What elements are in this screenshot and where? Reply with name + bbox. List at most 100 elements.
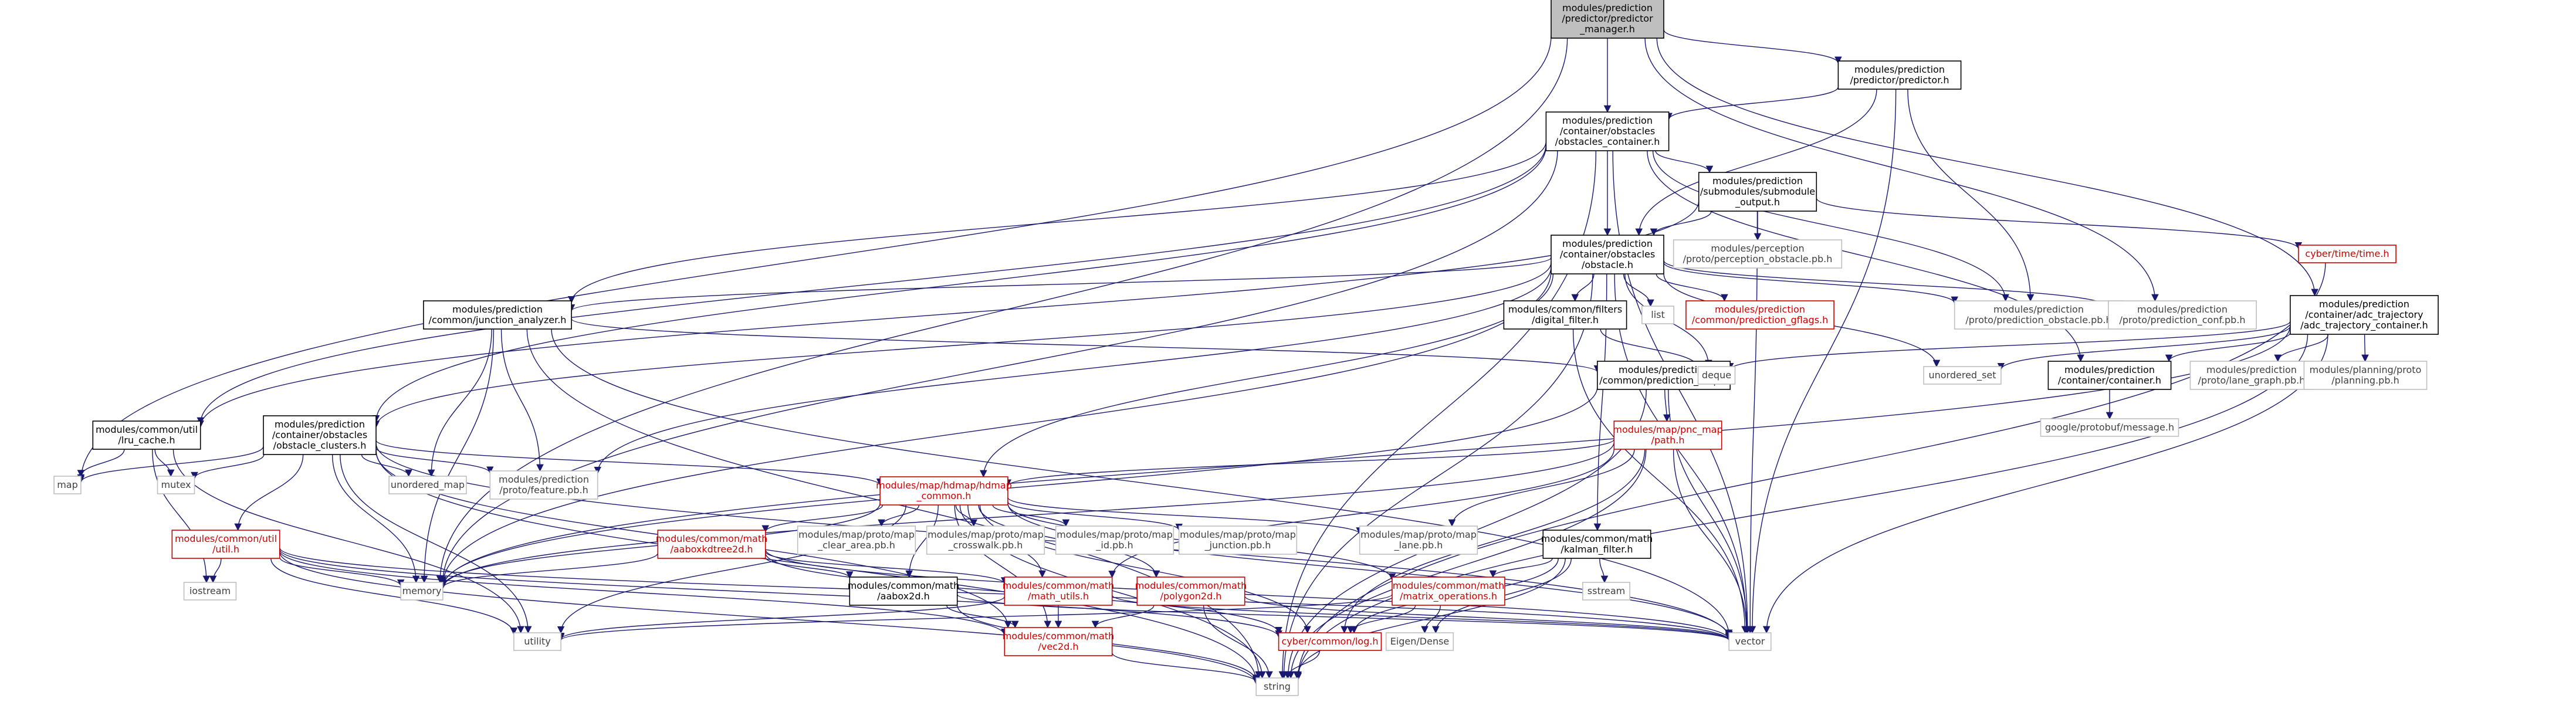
node-cyber-time-time-h[interactable]: cyber/time/time.h bbox=[2298, 245, 2396, 263]
edge-util_h-to-cyber_log bbox=[279, 548, 1282, 638]
node-box bbox=[1613, 420, 1722, 450]
node-box bbox=[1685, 300, 1834, 330]
edge-hdmap_common-to-utility bbox=[557, 504, 906, 634]
node-modules-map-proto-map-id-pb-h[interactable]: modules/map/proto/map_id.pb.h bbox=[1055, 525, 1174, 555]
node-modules-map-hdmap-hdmap-common-h[interactable]: modules/map/hdmap/hdmap_common.h bbox=[876, 476, 1012, 506]
node-modules-common-math-aabox2d-h[interactable]: modules/common/math/aabox2d.h bbox=[848, 576, 960, 606]
node-modules-common-math-polygon2d-h[interactable]: modules/common/math/polygon2d.h bbox=[1135, 576, 1247, 606]
node-box bbox=[2040, 418, 2179, 437]
node-label-line: sstream bbox=[1587, 585, 1625, 596]
node-modules-prediction-common-junction-analyzer-h[interactable]: modules/prediction/common/junction_analy… bbox=[423, 300, 572, 330]
node-label-line: modules/prediction bbox=[2064, 364, 2155, 375]
node-modules-common-math-aaboxkdtree2d-h[interactable]: modules/common/math/aaboxkdtree2d.h bbox=[656, 530, 768, 559]
edge-junction-to-unordered_map bbox=[427, 328, 492, 477]
node-label-line: Eigen/Dense bbox=[1390, 636, 1450, 647]
node-string[interactable]: string bbox=[1255, 677, 1299, 696]
node-label-line: modules/prediction bbox=[499, 474, 589, 485]
node-label-line: /digital_filter.h bbox=[1532, 314, 1599, 326]
edge-junction-to-vector bbox=[551, 328, 1733, 637]
edge-obstacle-to-vector bbox=[1614, 273, 1751, 634]
edge-matrix_ops-to-eigen bbox=[1421, 605, 1441, 634]
node-vector[interactable]: vector bbox=[1728, 632, 1772, 651]
node-memory[interactable]: memory bbox=[400, 582, 444, 601]
node-label-line: /common/prediction_map.h bbox=[1599, 375, 1728, 386]
node-modules-prediction-predictor-predictor-h[interactable]: modules/prediction/predictor/predictor.h bbox=[1837, 60, 1962, 90]
node-modules-prediction-container-obstacles-obstacle-clusters-h[interactable]: modules/prediction/container/obstacles/o… bbox=[263, 415, 377, 455]
node-box bbox=[92, 420, 201, 450]
node-box bbox=[400, 582, 444, 601]
node-box bbox=[2189, 361, 2314, 390]
edge-aaboxkdtree-to-vector bbox=[765, 549, 1733, 640]
edge-obstacle-to-junction bbox=[568, 257, 1552, 312]
node-box bbox=[1698, 172, 1817, 212]
node-list[interactable]: list bbox=[1641, 306, 1675, 324]
node-cyber-common-log-h[interactable]: cyber/common/log.h bbox=[1278, 632, 1382, 651]
node-box bbox=[157, 476, 195, 494]
node-modules-common-util-lru-cache-h[interactable]: modules/common/util/lru_cache.h bbox=[92, 420, 201, 450]
edge-obstacle-to-feature_pb bbox=[594, 266, 1552, 474]
node-box bbox=[1255, 677, 1299, 696]
node-label-line: /adc_trajectory_container.h bbox=[2300, 320, 2428, 331]
node-modules-prediction-predictor-predictor-manager-h[interactable]: modules/prediction/predictor/predictor_m… bbox=[1551, 0, 1664, 39]
node-modules-planning-proto-planning-pb-h[interactable]: modules/planning/proto/planning.pb.h bbox=[2303, 361, 2428, 390]
node-modules-prediction-container-obstacles-obstacle-h[interactable]: modules/prediction/container/obstacles/o… bbox=[1551, 235, 1664, 274]
node-modules-map-proto-map-lane-pb-h[interactable]: modules/map/proto/map_lane.pb.h bbox=[1359, 525, 1478, 555]
node-modules-map-pnc-map-path-h[interactable]: modules/map/pnc_map/path.h bbox=[1613, 420, 1723, 450]
edge-lru_cache-to-iostream bbox=[152, 449, 211, 584]
node-modules-common-filters-digital-filter-h[interactable]: modules/common/filters/digital_filter.h bbox=[1503, 300, 1627, 330]
node-box bbox=[171, 530, 280, 559]
node-modules-common-util-util-h[interactable]: modules/common/util/util.h bbox=[171, 530, 280, 559]
node-modules-prediction-common-prediction-gflags-h[interactable]: modules/prediction/common/prediction_gfl… bbox=[1685, 300, 1834, 330]
node-eigen-dense[interactable]: Eigen/Dense bbox=[1385, 632, 1454, 651]
node-box bbox=[183, 582, 237, 601]
edge-cyber_log-to-string bbox=[1284, 650, 1321, 679]
node-label-line: /obstacle_clusters.h bbox=[273, 440, 367, 452]
node-modules-prediction-submodules-submodule-output-h[interactable]: modules/prediction/submodules/submodule_… bbox=[1698, 172, 1817, 212]
node-deque[interactable]: deque bbox=[1697, 366, 1736, 385]
node-map[interactable]: map bbox=[53, 476, 82, 494]
edge-adc_container-to-unordered_set bbox=[1997, 325, 2291, 371]
node-label-line: modules/map/proto/map bbox=[928, 529, 1044, 540]
node-modules-common-math-vec2d-h[interactable]: modules/common/math/vec2d.h bbox=[1003, 627, 1115, 656]
node-modules-map-proto-map-clear-area-pb-h[interactable]: modules/map/proto/map_clear_area.pb.h bbox=[797, 525, 916, 555]
node-label-line: /kalman_filter.h bbox=[1561, 544, 1633, 555]
node-modules-common-math-math-utils-h[interactable]: modules/common/math/math_utils.h bbox=[1003, 576, 1115, 606]
node-box bbox=[1542, 530, 1651, 559]
node-label-line: _lane.pb.h bbox=[1394, 540, 1443, 551]
node-mutex[interactable]: mutex bbox=[157, 476, 195, 494]
node-box bbox=[2298, 245, 2396, 263]
node-modules-map-proto-map-junction-pb-h[interactable]: modules/map/proto/map_junction.pb.h bbox=[1178, 525, 1298, 555]
node-modules-map-proto-map-crosswalk-pb-h[interactable]: modules/map/proto/map_crosswalk.pb.h bbox=[926, 525, 1045, 555]
node-modules-prediction-container-obstacles-obstacles-container-h[interactable]: modules/prediction/container/obstacles/o… bbox=[1545, 111, 1670, 151]
node-sstream[interactable]: sstream bbox=[1582, 582, 1630, 601]
node-modules-common-math-kalman-filter-h[interactable]: modules/common/math/kalman_filter.h bbox=[1541, 530, 1653, 559]
node-modules-prediction-proto-lane-graph-pb-h[interactable]: modules/prediction/proto/lane_graph.pb.h bbox=[2189, 361, 2314, 390]
edge-predictor-to-obstacle bbox=[1635, 89, 1877, 236]
node-label-line: /proto/feature.pb.h bbox=[499, 484, 588, 496]
edge-submodule_output-to-vector bbox=[1746, 211, 1758, 634]
node-modules-prediction-container-container-h[interactable]: modules/prediction/container/container.h bbox=[2047, 361, 2172, 390]
node-label-line: modules/prediction bbox=[1712, 175, 1803, 186]
node-modules-prediction-proto-feature-pb-h[interactable]: modules/prediction/proto/feature.pb.h bbox=[489, 470, 598, 500]
node-box bbox=[53, 476, 82, 494]
edge-polygon2d-to-string bbox=[1203, 605, 1273, 679]
node-modules-prediction-proto-prediction-obstacle-pb-h[interactable]: modules/prediction/proto/prediction_obst… bbox=[1954, 300, 2124, 330]
node-modules-common-math-matrix-operations-h[interactable]: modules/common/math/matrix_operations.h bbox=[1392, 576, 1505, 606]
node-modules-prediction-container-adc-trajectory-adc-trajectory-container-h[interactable]: modules/prediction/container/adc_traject… bbox=[2290, 295, 2439, 335]
node-google-protobuf-message-h[interactable]: google/protobuf/message.h bbox=[2040, 418, 2179, 437]
node-label-line: modules/map/pnc_map bbox=[1613, 424, 1722, 436]
node-modules-perception-proto-perception-obstacle-pb-h[interactable]: modules/perception/proto/perception_obst… bbox=[1673, 239, 1843, 269]
node-label-line: modules/common/math bbox=[656, 533, 768, 544]
node-utility[interactable]: utility bbox=[513, 632, 561, 651]
node-box bbox=[1392, 576, 1505, 606]
node-label-line: modules/prediction bbox=[1562, 115, 1653, 126]
node-unordered-map[interactable]: unordered_map bbox=[388, 476, 467, 494]
node-label-line: modules/common/math bbox=[1003, 580, 1115, 591]
node-iostream[interactable]: iostream bbox=[183, 582, 237, 601]
node-box bbox=[1178, 525, 1298, 555]
node-unordered-set[interactable]: unordered_set bbox=[1923, 366, 2002, 385]
edge-obstacle-to-obs_clusters bbox=[372, 262, 1552, 428]
node-label-line: _output.h bbox=[1735, 196, 1780, 208]
node-label-line: /common/junction_analyzer.h bbox=[429, 314, 567, 326]
node-modules-prediction-proto-prediction-conf-pb-h[interactable]: modules/prediction/proto/prediction_conf… bbox=[2108, 300, 2257, 330]
